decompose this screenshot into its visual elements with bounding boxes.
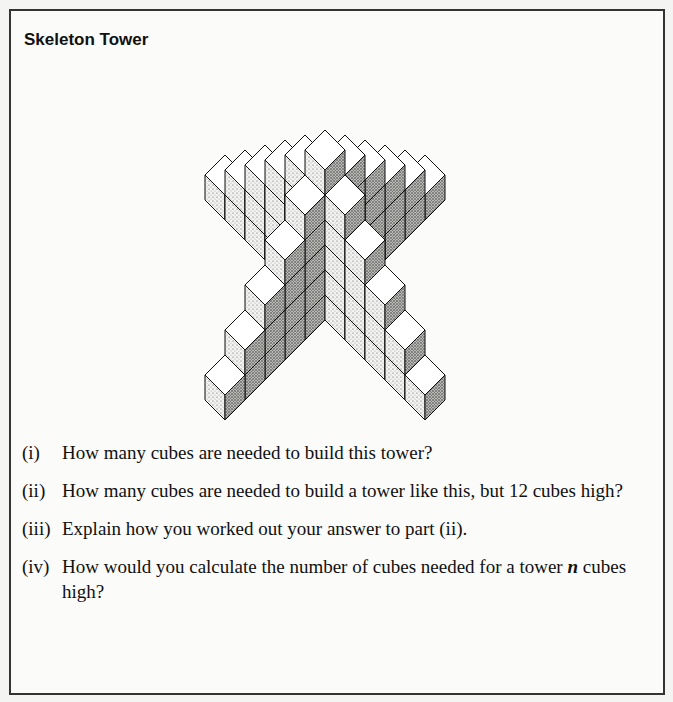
cube-left-face <box>385 330 405 375</box>
variable-name: n <box>567 556 578 577</box>
cube-right-face <box>225 375 245 420</box>
question-number: (iii) <box>22 516 62 541</box>
cube-right-face <box>245 330 265 375</box>
question-sentence: Explain how you worked out your answer t… <box>62 518 467 539</box>
question-text: Explain how you worked out your answer t… <box>62 516 652 541</box>
cube-right-face <box>365 160 385 205</box>
worksheet-title: Skeleton Tower <box>24 30 148 50</box>
page-frame <box>9 9 665 695</box>
cube-right-face <box>425 375 445 420</box>
cube-left-face <box>405 375 425 420</box>
cube-right-face <box>425 175 445 220</box>
question-sentence: How many cubes are needed to build a tow… <box>62 480 623 501</box>
question-text: How many cubes are needed to build this … <box>62 440 652 465</box>
cube-right-face <box>265 285 285 330</box>
question: (ii)How many cubes are needed to build a… <box>22 478 652 503</box>
question: (i)How many cubes are needed to build th… <box>22 440 652 465</box>
cube-left-face <box>325 195 345 240</box>
cube-left-face <box>205 375 225 420</box>
cube <box>405 355 445 420</box>
cube-left-face <box>365 285 385 330</box>
question: (iii)Explain how you worked out your ans… <box>22 516 652 541</box>
question-number: (ii) <box>22 478 62 503</box>
cube-right-face <box>385 165 405 210</box>
question-text: How many cubes are needed to build a tow… <box>62 478 652 503</box>
cube-right-face <box>405 170 425 215</box>
question-sentence: How would you calculate the number of cu… <box>62 556 563 577</box>
question-list: (i)How many cubes are needed to build th… <box>22 440 652 617</box>
question: (iv)How would you calculate the number o… <box>22 554 652 604</box>
question-number: (iv) <box>22 554 62 604</box>
cube-right-face <box>305 195 325 240</box>
cube-left-face <box>205 175 225 220</box>
cube <box>205 355 245 420</box>
cube-right-face <box>285 240 305 285</box>
question-number: (i) <box>22 440 62 465</box>
question-sentence: How many cubes are needed to build this … <box>62 442 432 463</box>
cube-left-face <box>345 240 365 285</box>
cube-left-face <box>225 170 245 215</box>
cube-left-face <box>245 165 265 210</box>
cube-left-face <box>265 160 285 205</box>
question-text: How would you calculate the number of cu… <box>62 554 652 604</box>
